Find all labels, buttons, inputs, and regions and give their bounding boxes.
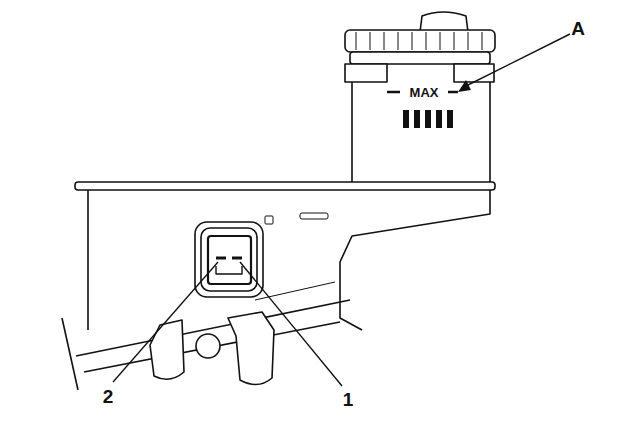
callout-number: 2 [102,387,115,406]
callout-number: 1 [342,390,355,409]
callout-letter: A [570,19,586,38]
level-mark: MAX [409,86,440,99]
